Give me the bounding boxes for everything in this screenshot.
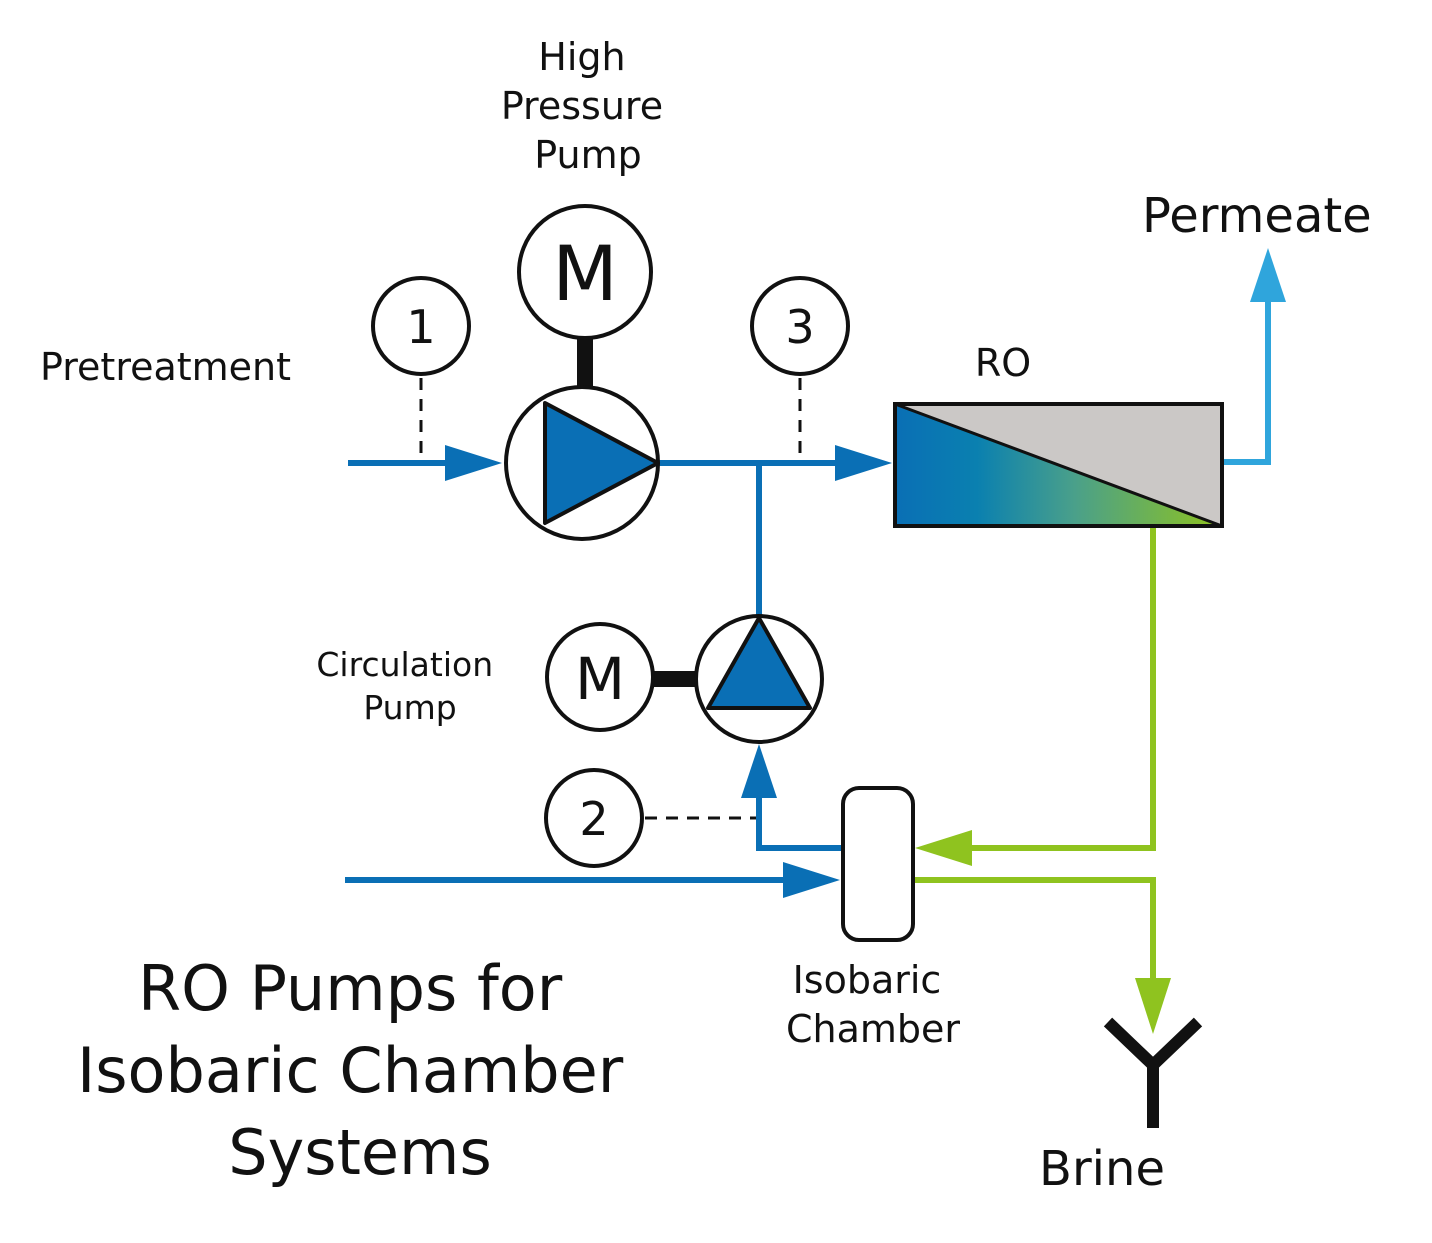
- hp-motor-symbol: M: [552, 229, 618, 318]
- hp-motor: [517, 204, 653, 340]
- point-1: 1: [371, 276, 471, 376]
- svg-text:1: 1: [406, 300, 435, 354]
- circulation-pump-label: Circulation Pump: [316, 645, 503, 727]
- ro-membrane: [893, 402, 1224, 528]
- isobaric-chamber: [841, 786, 915, 942]
- brine-discharge-line: [913, 877, 1171, 1034]
- pretreatment-label: Pretreatment: [40, 345, 291, 389]
- point-3: 3: [750, 276, 850, 376]
- drain-symbol: [1103, 1017, 1203, 1128]
- permeate-label: Permeate: [1142, 188, 1372, 244]
- isobaric-chamber-label: Isobaric Chamber: [786, 958, 960, 1051]
- brine-label: Brine: [1039, 1141, 1165, 1197]
- point-2: 2: [544, 768, 644, 868]
- brine-return-line: [915, 525, 1156, 866]
- high-pressure-pump-label: High Pressure Pump: [501, 35, 675, 177]
- feed-line-to-ro: [658, 445, 892, 481]
- svg-text:2: 2: [579, 792, 608, 846]
- circ-motor: [545, 622, 655, 732]
- diagram-title: RO Pumps for Isobaric Chamber Systems: [77, 952, 643, 1189]
- circ-pump-triangle: [706, 616, 812, 710]
- ro-label: RO: [975, 341, 1031, 385]
- svg-text:3: 3: [785, 300, 814, 354]
- permeate-line: [1222, 248, 1286, 465]
- circ-motor-symbol: M: [575, 645, 625, 713]
- circulation-pump: M: [545, 614, 824, 744]
- feed-line-pretreatment: [348, 445, 502, 481]
- high-pressure-pump: M: [504, 204, 660, 541]
- hp-pump-triangle: [543, 401, 660, 525]
- chamber-to-circulation-line: [741, 744, 843, 851]
- seawater-feed-line: [345, 862, 840, 898]
